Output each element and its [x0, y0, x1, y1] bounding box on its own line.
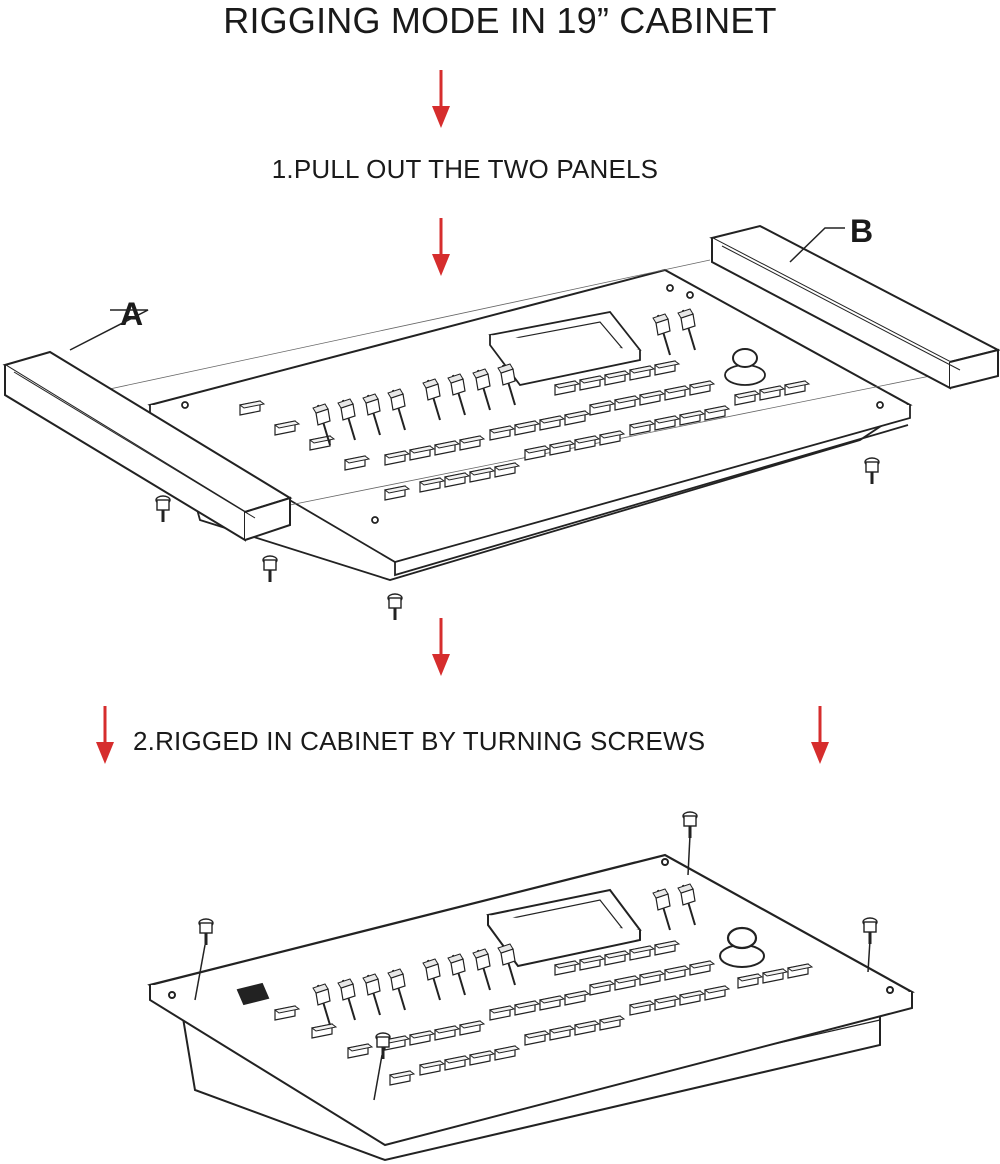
console-with-panels-removed	[104, 259, 961, 581]
console-rigged-in-cabinet	[147, 853, 915, 1162]
screw-icon	[154, 494, 172, 524]
arrow-down-icon	[430, 216, 452, 278]
screw-icon	[197, 917, 215, 947]
arrow-down-icon	[430, 616, 452, 678]
panel-a-rail	[2, 309, 293, 542]
panel-a-label: A	[120, 296, 144, 332]
arrow-down-icon	[430, 68, 452, 130]
arrow-down-icon	[809, 704, 831, 766]
screw-icon	[681, 810, 699, 840]
screw-icon	[861, 916, 879, 946]
step-1-instruction: 1.PULL OUT THE TWO PANELS	[271, 154, 659, 184]
arrow-down-icon	[94, 704, 116, 766]
step-2-instruction: 2.RIGGED IN CABINET BY TURNING SCREWS	[133, 726, 706, 756]
diagram-title: RIGGING MODE IN 19” CABINET	[223, 0, 777, 41]
screw-icon	[863, 456, 881, 486]
panel-b-label: B	[850, 213, 874, 249]
screw-icon	[261, 554, 279, 584]
panel-b-rail	[709, 224, 1000, 390]
screw-icon	[386, 592, 404, 622]
